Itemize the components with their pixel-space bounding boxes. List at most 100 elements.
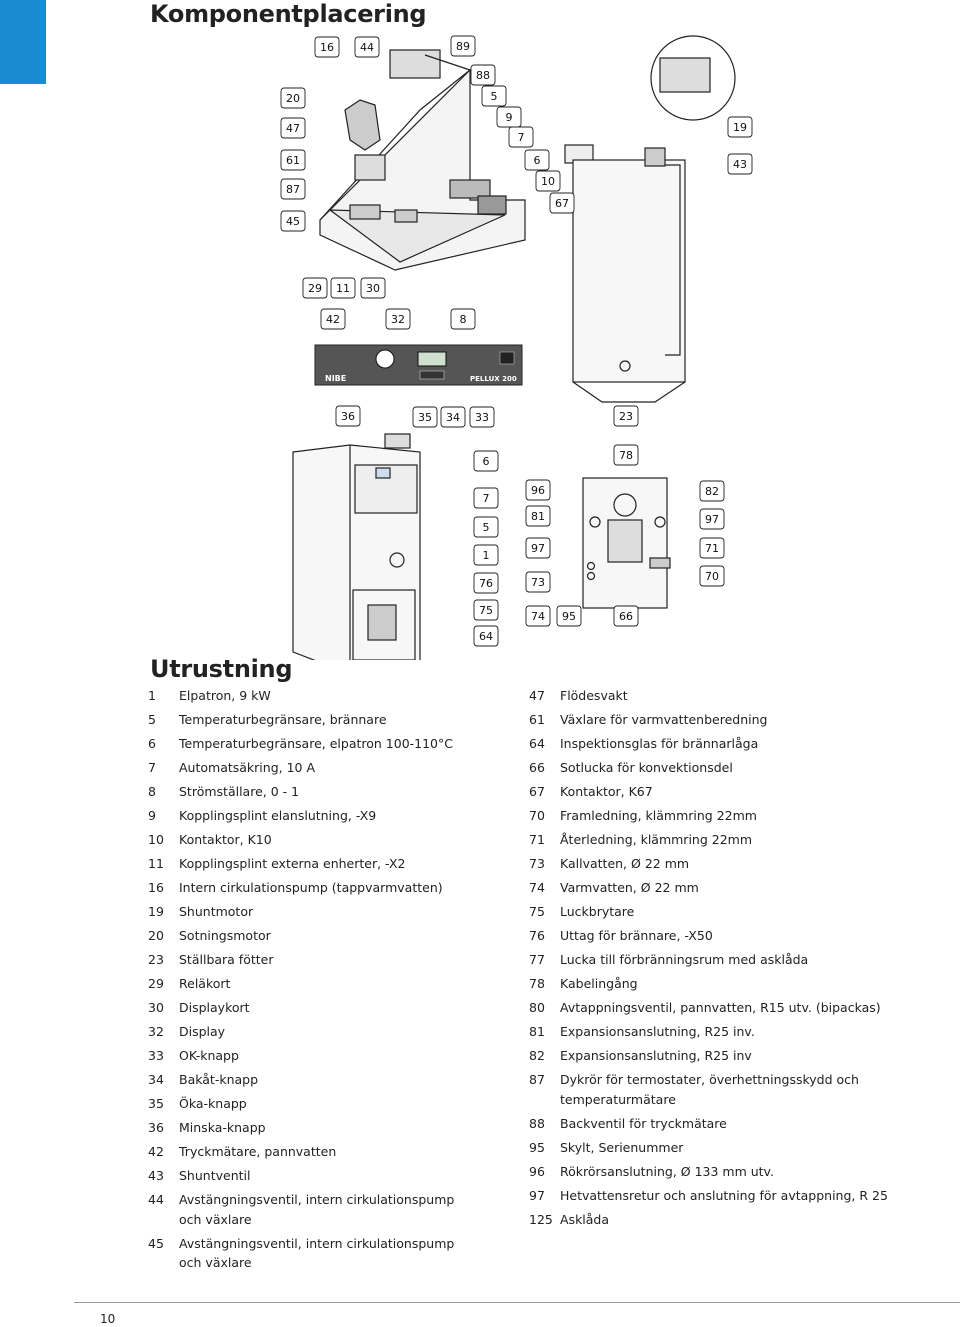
- callout-label: 87: [286, 183, 300, 196]
- callout-61: 61: [280, 149, 306, 171]
- callout-88: 88: [470, 64, 496, 86]
- boiler-side-illustration: [564, 35, 736, 403]
- list-item: 96 Rökrörsanslutning, Ø 133 mm utv.: [529, 1162, 929, 1182]
- item-number: 45: [148, 1235, 164, 1251]
- callout-label: 89: [456, 40, 470, 53]
- item-number: 80: [529, 1000, 545, 1015]
- item-number: 36: [148, 1120, 164, 1135]
- callout-43: 43: [727, 153, 753, 175]
- item-number: 67: [529, 784, 545, 799]
- item-number: 97: [529, 1187, 545, 1203]
- list-item: 75 Luckbrytare: [529, 902, 929, 922]
- callout-8: 8: [450, 308, 476, 330]
- item-text: Kabelingång: [560, 976, 638, 991]
- item-text: Växlare för varmvattenberedning: [560, 712, 768, 727]
- item-text: Expansionsanslutning, R25 inv.: [560, 1024, 755, 1039]
- item-text: Display: [179, 1024, 226, 1039]
- callout-1: 1: [473, 544, 499, 566]
- list-item: 70 Framledning, klämmring 22mm: [529, 806, 929, 826]
- callout-5: 5: [473, 516, 499, 538]
- callout-66: 66: [613, 605, 639, 627]
- callout-81: 81: [525, 505, 551, 527]
- item-number: 5: [148, 712, 156, 727]
- callout-label: 11: [336, 282, 350, 295]
- callout-label: 33: [475, 411, 489, 424]
- callout-label: 47: [286, 122, 300, 135]
- item-number: 76: [529, 928, 545, 943]
- callout-label: 82: [705, 485, 719, 498]
- list-item: 73 Kallvatten, Ø 22 mm: [529, 854, 929, 874]
- item-text: Skylt, Serienummer: [560, 1139, 684, 1155]
- model-label: PELLUX 200: [470, 375, 517, 383]
- callout-label: 34: [446, 411, 460, 424]
- item-number: 70: [529, 808, 545, 823]
- callout-label: 71: [705, 542, 719, 555]
- callout-label: 81: [531, 510, 545, 523]
- item-text: Reläkort: [179, 976, 231, 991]
- item-number: 44: [148, 1192, 164, 1207]
- callout-label: 96: [531, 484, 545, 497]
- item-text: Framledning, klämmring 22mm: [560, 808, 757, 823]
- callout-30: 30: [360, 277, 386, 299]
- item-text: Avstängningsventil, intern cirkulationsp…: [179, 1235, 455, 1271]
- item-number: 88: [529, 1115, 545, 1131]
- item-number: 42: [148, 1144, 164, 1159]
- callout-label: 6: [483, 455, 490, 468]
- callout-33: 33: [469, 406, 495, 428]
- callout-78: 78: [613, 444, 639, 466]
- callout-74: 74: [525, 605, 551, 627]
- callout-label: 66: [619, 610, 633, 623]
- boiler-front-illustration: [292, 433, 421, 660]
- item-number: 19: [148, 904, 164, 919]
- callout-label: 32: [391, 313, 405, 326]
- callout-label: 73: [531, 576, 545, 589]
- callout-label: 8: [460, 313, 467, 326]
- item-number: 75: [529, 904, 545, 919]
- callout-70: 70: [699, 565, 725, 587]
- footer-rule: [74, 1302, 960, 1303]
- callout-label: 36: [341, 410, 355, 423]
- item-text: Kallvatten, Ø 22 mm: [560, 856, 690, 871]
- item-number: 96: [529, 1163, 545, 1179]
- item-number: 74: [529, 880, 545, 895]
- callout-32: 32: [385, 308, 411, 330]
- callout-label: 19: [733, 121, 747, 134]
- callout-96: 96: [525, 479, 551, 501]
- item-text: Asklåda: [560, 1211, 610, 1227]
- item-number: 73: [529, 856, 545, 871]
- callout-64: 64: [473, 625, 499, 647]
- item-number: 9: [148, 808, 156, 823]
- item-number: 20: [148, 928, 164, 943]
- item-text: Luckbrytare: [560, 904, 635, 919]
- callout-label: 88: [476, 69, 490, 82]
- callout-label: 97: [531, 542, 545, 555]
- equipment-heading: Utrustning: [150, 655, 293, 683]
- item-text: Automatsäkring, 10 A: [179, 760, 316, 775]
- item-number: 43: [148, 1168, 164, 1183]
- callout-10: 10: [535, 170, 561, 192]
- callout-20: 20: [280, 87, 306, 109]
- item-number: 81: [529, 1024, 545, 1039]
- callout-19: 19: [727, 116, 753, 138]
- callout-6: 6: [524, 149, 550, 171]
- item-text: Shuntventil: [179, 1168, 251, 1183]
- item-text: Rökrörsanslutning, Ø 133 mm utv.: [560, 1163, 774, 1179]
- item-text: Expansionsanslutning, R25 inv: [560, 1048, 752, 1063]
- page-title: Komponentplacering: [150, 0, 427, 28]
